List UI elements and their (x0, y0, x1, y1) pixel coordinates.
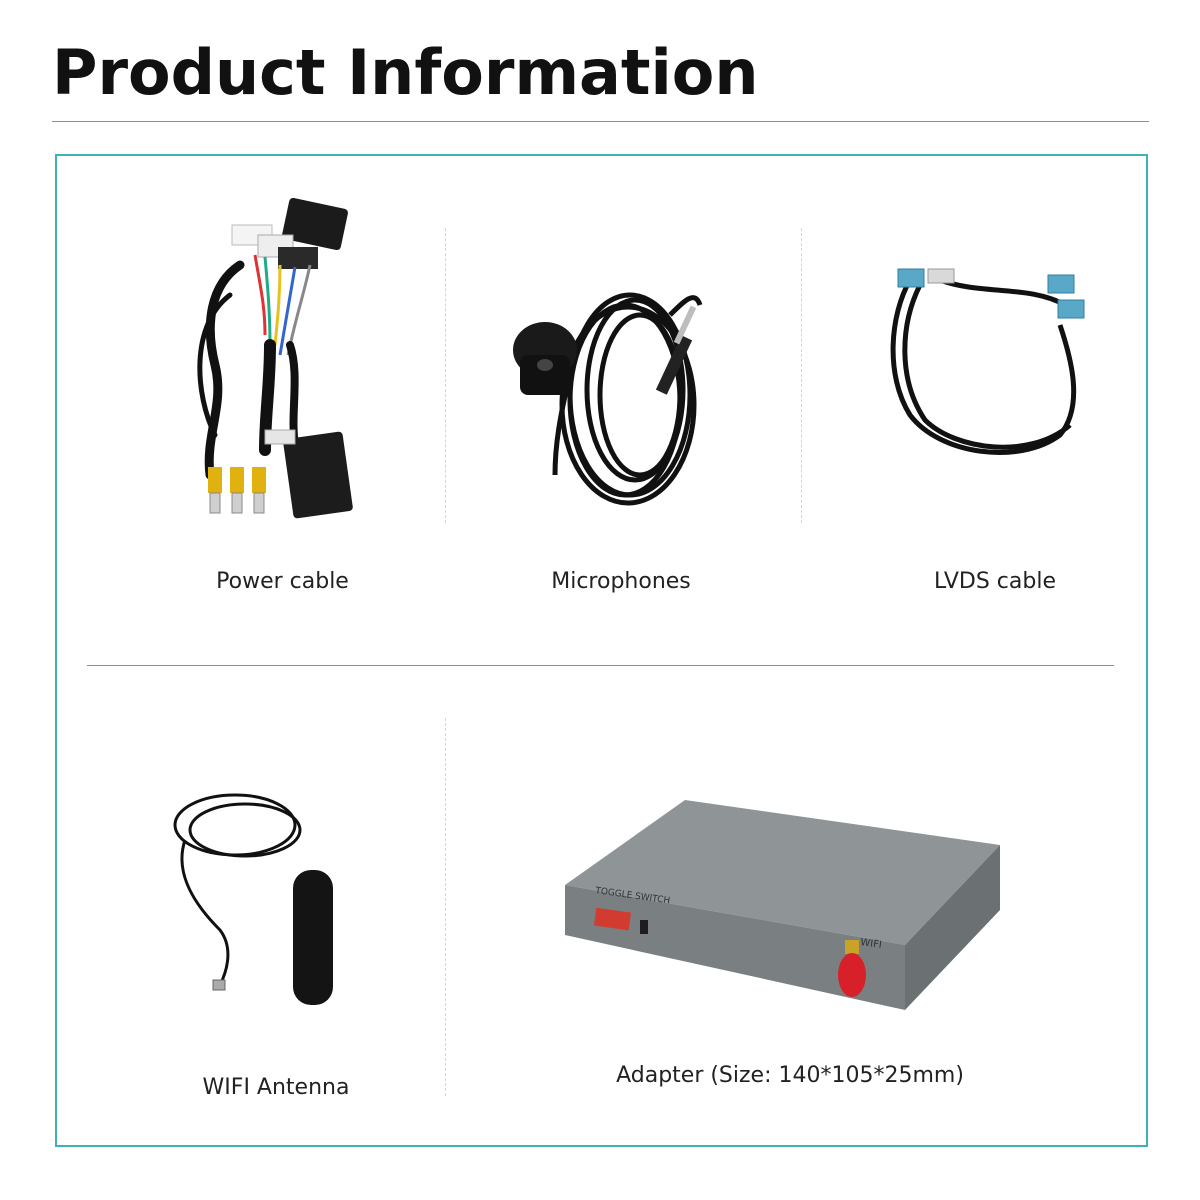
product-frame (55, 154, 1148, 1147)
adapter-image: TOGGLE SWITCH WIFI (565, 800, 1000, 1010)
adapter-card: TOGGLE SWITCH WIFI Adapter (Size: 140*10… (555, 795, 1005, 1088)
title-divider (52, 121, 1149, 122)
microphone-card: Microphones (500, 245, 740, 594)
item-caption: Microphones (551, 569, 691, 594)
box-label: WIFI (860, 937, 883, 951)
microphone-image (513, 292, 703, 506)
item-caption: LVDS cable (934, 569, 1056, 594)
lvds-cable-card: LVDS cable (880, 255, 1100, 594)
power-cable-card: Power cable (170, 195, 390, 594)
column-divider (445, 718, 446, 1096)
column-divider (445, 228, 446, 523)
column-divider (801, 228, 802, 523)
wifi-antenna-image (173, 793, 333, 1005)
item-caption: WIFI Antenna (202, 1075, 350, 1100)
page-title: Product Information (52, 36, 759, 109)
wifi-antenna-card: WIFI Antenna (165, 780, 365, 1100)
power-cable-image (197, 197, 353, 519)
lvds-cable-image (890, 268, 1085, 455)
item-caption: Power cable (216, 569, 349, 594)
row-divider (87, 665, 1114, 666)
item-caption: Adapter (Size: 140*105*25mm) (616, 1063, 964, 1088)
